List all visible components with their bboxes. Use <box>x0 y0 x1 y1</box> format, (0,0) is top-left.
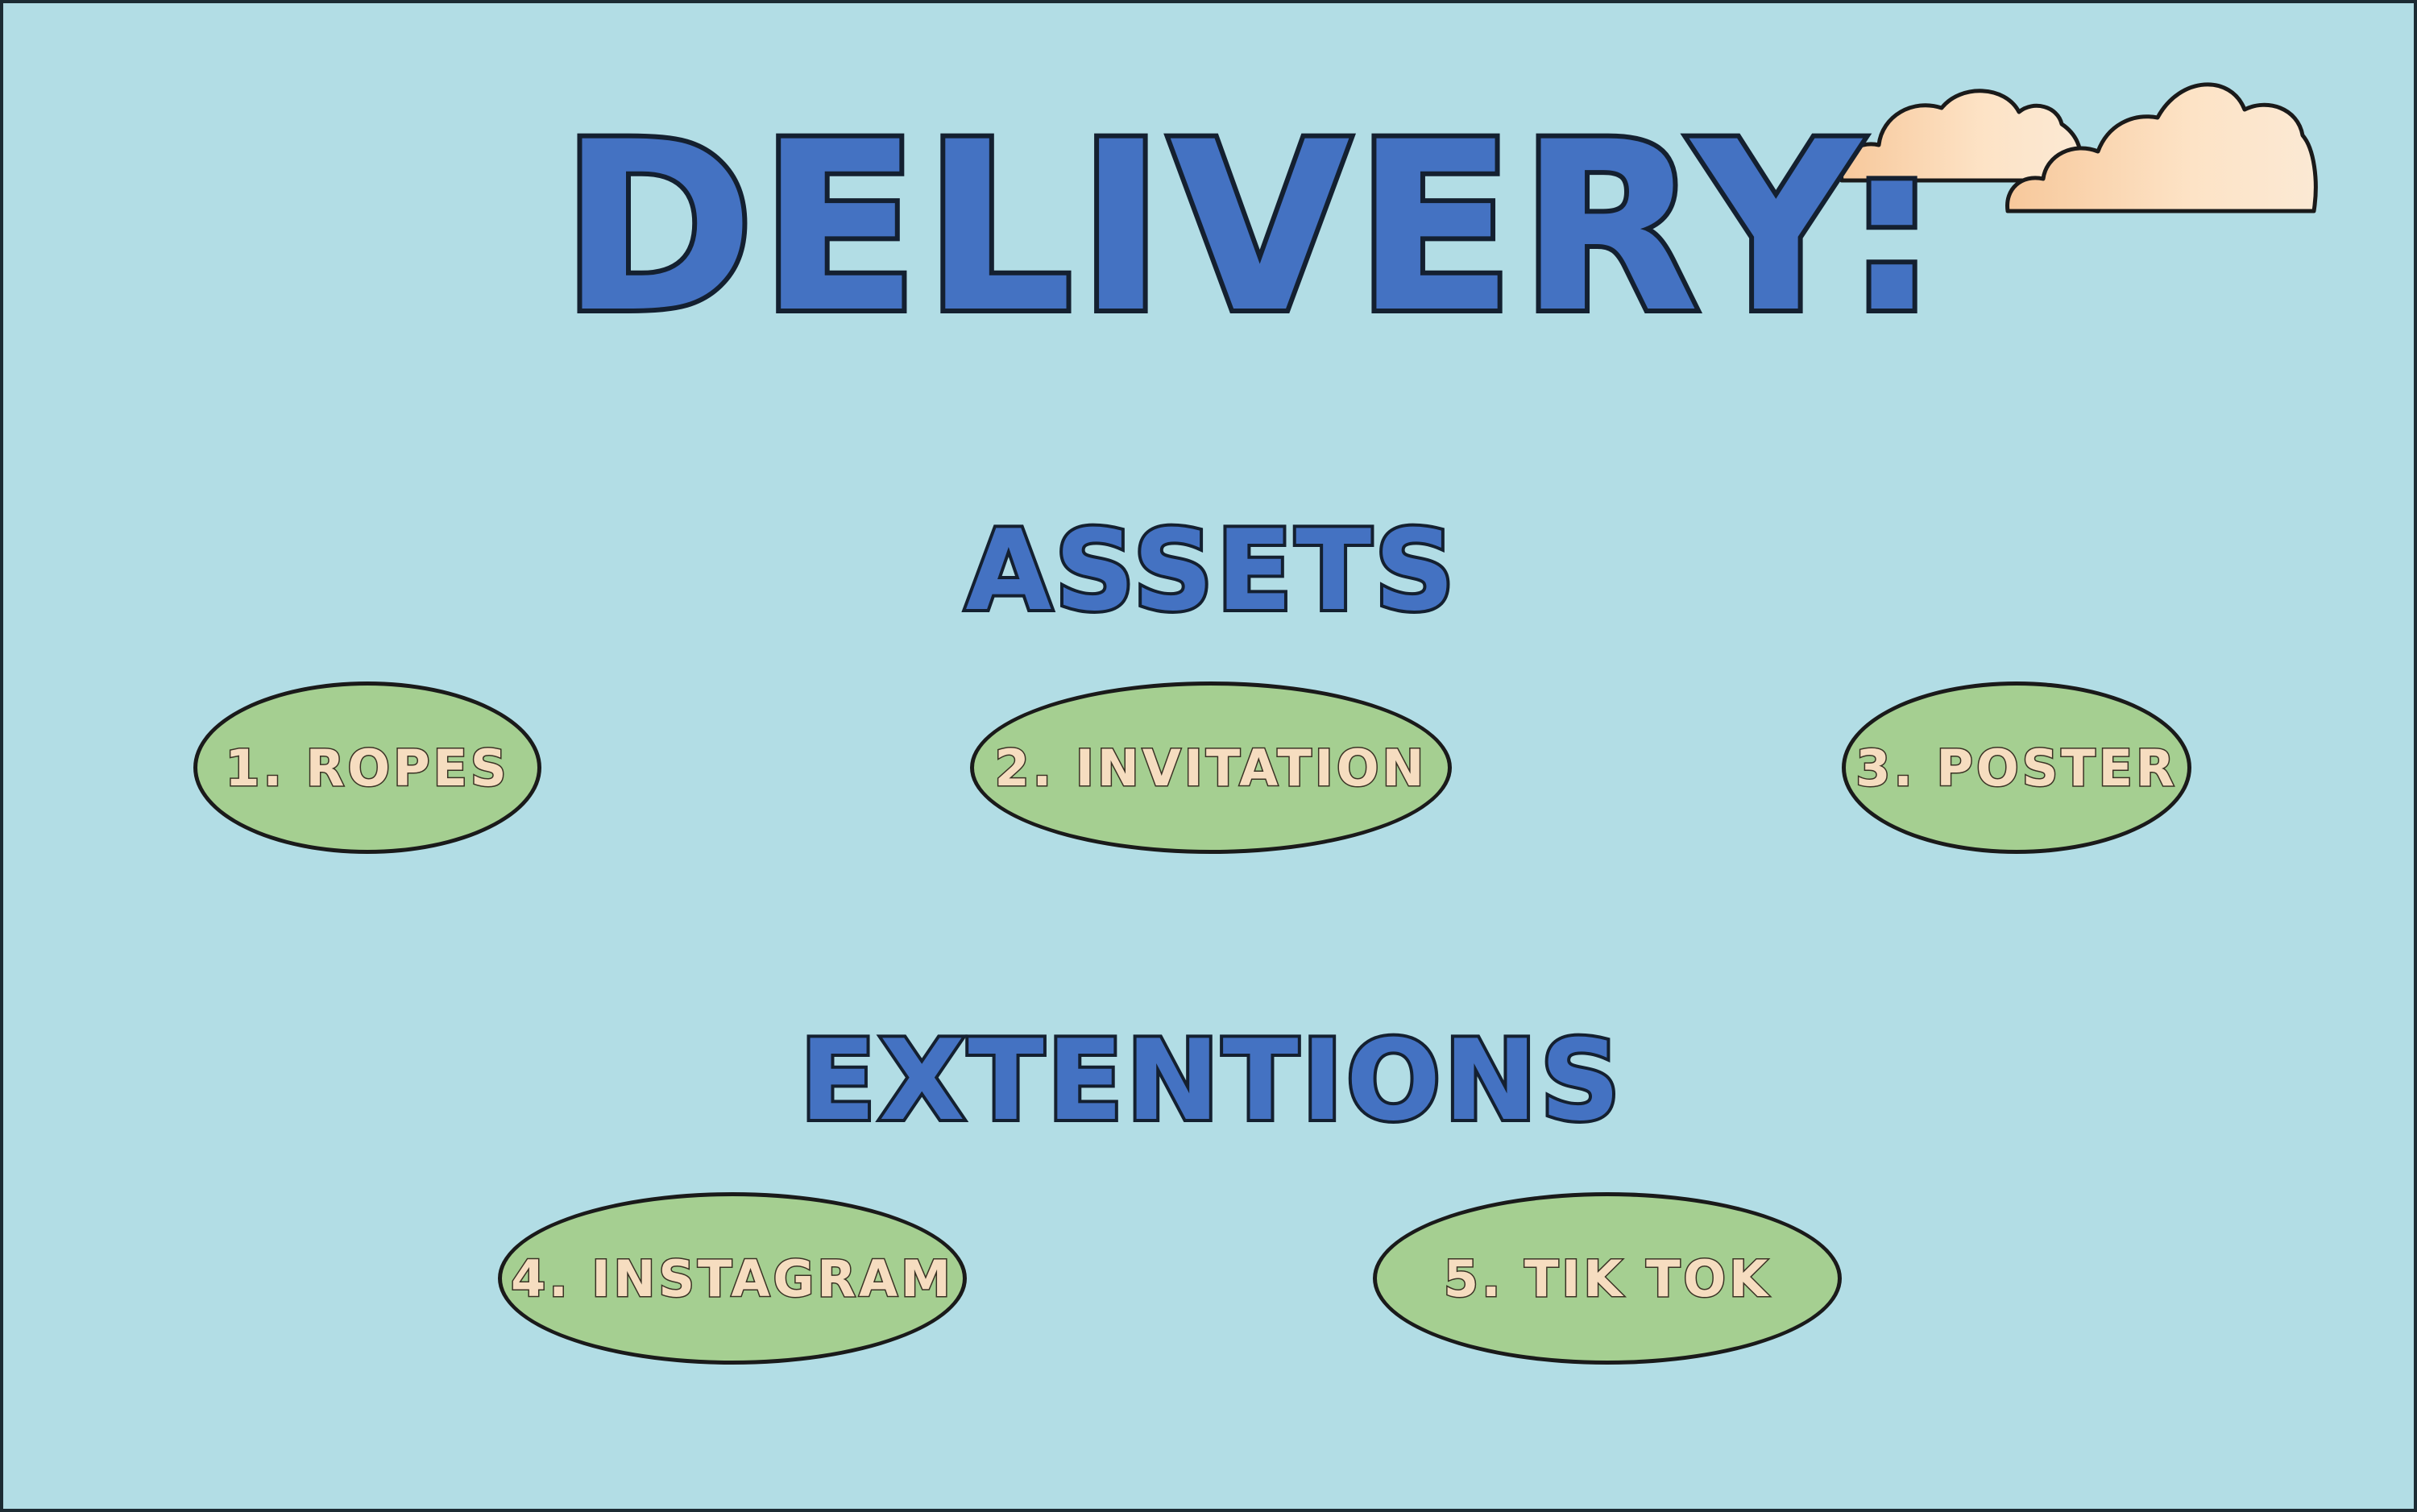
extension-item-tiktok[interactable]: 5. TIK TOK <box>1373 1192 1842 1365</box>
section-heading-assets: ASSETS <box>962 503 1458 639</box>
asset-item-label: 3. POSTER <box>1855 737 2178 798</box>
page-title: DELIVERY: <box>556 93 1944 364</box>
section-heading-extensions: EXTENTIONS <box>797 1013 1624 1149</box>
asset-item-ropes[interactable]: 1. ROPES <box>193 681 541 854</box>
asset-item-invitation[interactable]: 2. INVITATION <box>970 681 1452 854</box>
extension-item-label: 5. TIK TOK <box>1442 1248 1772 1309</box>
cloud-icon <box>2005 82 2318 213</box>
extension-item-instagram[interactable]: 4. INSTAGRAM <box>498 1192 967 1365</box>
asset-item-label: 2. INVITATION <box>993 737 1428 798</box>
extension-item-label: 4. INSTAGRAM <box>510 1248 954 1309</box>
clouds-decoration <box>1839 82 2318 213</box>
asset-item-poster[interactable]: 3. POSTER <box>1842 681 2191 854</box>
asset-item-label: 1. ROPES <box>224 737 510 798</box>
